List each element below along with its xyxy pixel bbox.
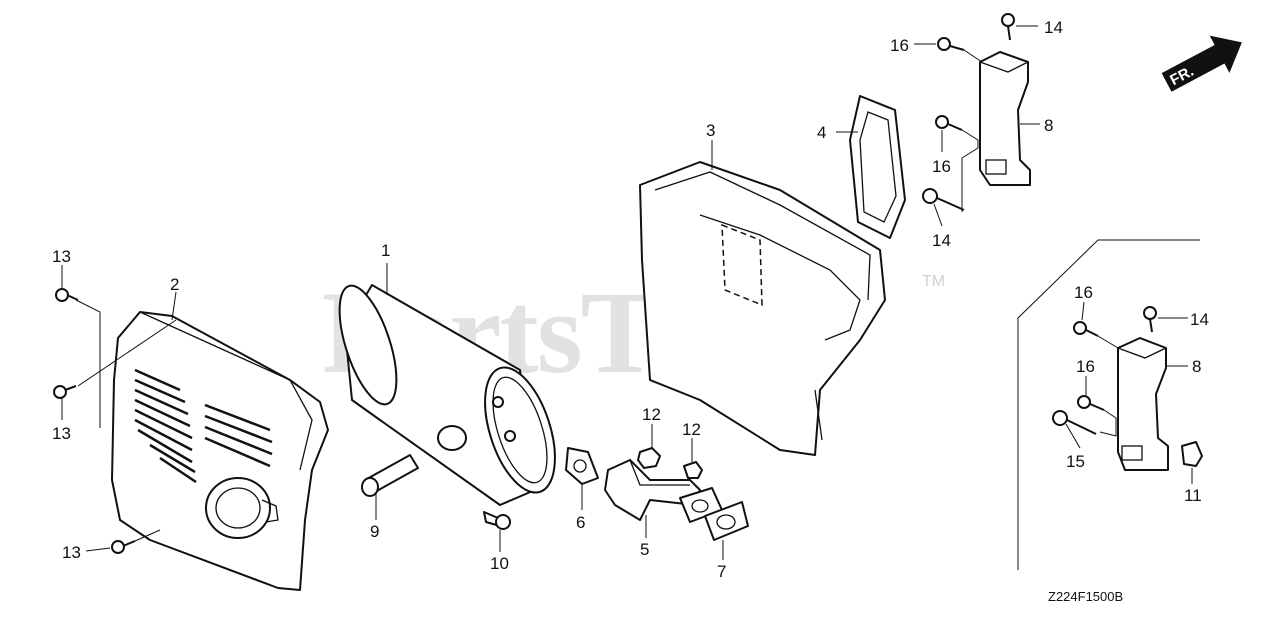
part-bolt-15 [1052, 410, 1097, 435]
part-nut-12a [637, 447, 661, 469]
callout-4: 4 [817, 123, 826, 142]
part-bolt-13c [111, 540, 136, 554]
part-gasket-4 [849, 95, 906, 239]
callout-16c: 16 [1074, 283, 1093, 302]
callout-13a: 13 [52, 247, 71, 266]
part-stay-8b [1117, 337, 1169, 471]
callout-14b: 14 [932, 231, 951, 250]
part-bolt-16a [937, 37, 965, 51]
callout-13b: 13 [52, 424, 71, 443]
part-bolt-16b [935, 115, 963, 131]
part-bolt-14c [1143, 306, 1157, 333]
vent-slats-left [134, 368, 197, 484]
callout-10: 10 [490, 554, 509, 573]
callout-7: 7 [717, 562, 726, 581]
callout-13c: 13 [62, 543, 81, 562]
callout-11: 11 [1184, 486, 1202, 505]
part-stay-8a [979, 51, 1031, 186]
part-bolt-13b [53, 385, 77, 399]
part-muffler [338, 284, 556, 506]
part-bolt-14a [1001, 13, 1015, 41]
callout-16b: 16 [932, 157, 951, 176]
part-spark-arrester [361, 454, 419, 497]
callout-9: 9 [370, 522, 379, 541]
callout-12b: 12 [682, 420, 701, 439]
callout-16a: 16 [890, 36, 909, 55]
callout-8b: 8 [1192, 357, 1201, 376]
diagram-code: Z224F1500B [1048, 589, 1123, 604]
callout-16d: 16 [1076, 357, 1095, 376]
part-bolt-13a [55, 288, 79, 302]
callout-14a: 14 [1044, 18, 1063, 37]
watermark-trademark: TM [922, 273, 945, 290]
part-screw-10 [483, 511, 511, 530]
part-muffler-cover [639, 161, 886, 456]
part-bolt-14b [922, 188, 965, 211]
part-nut-12b [683, 461, 703, 479]
callout-15: 15 [1066, 452, 1085, 471]
callout-8a: 8 [1044, 116, 1053, 135]
part-bolt-16d [1077, 395, 1105, 411]
callout-5: 5 [640, 540, 649, 559]
front-direction-arrow: FR. [1161, 35, 1242, 92]
part-bolt-16c [1073, 321, 1099, 337]
part-muffler-protector [111, 311, 329, 591]
leader-lines [61, 25, 1193, 560]
part-gasket-6 [565, 447, 599, 485]
callout-14c: 14 [1190, 310, 1209, 329]
part-collar-11 [1181, 441, 1203, 467]
callout-12a: 12 [642, 405, 661, 424]
callout-2: 2 [170, 275, 179, 294]
part-gasket-7 [679, 487, 749, 541]
inset-divider [1017, 239, 1200, 570]
callout-3: 3 [706, 121, 715, 140]
callout-6: 6 [576, 513, 585, 532]
callout-1: 1 [381, 241, 390, 260]
vent-slats-right [204, 403, 273, 468]
